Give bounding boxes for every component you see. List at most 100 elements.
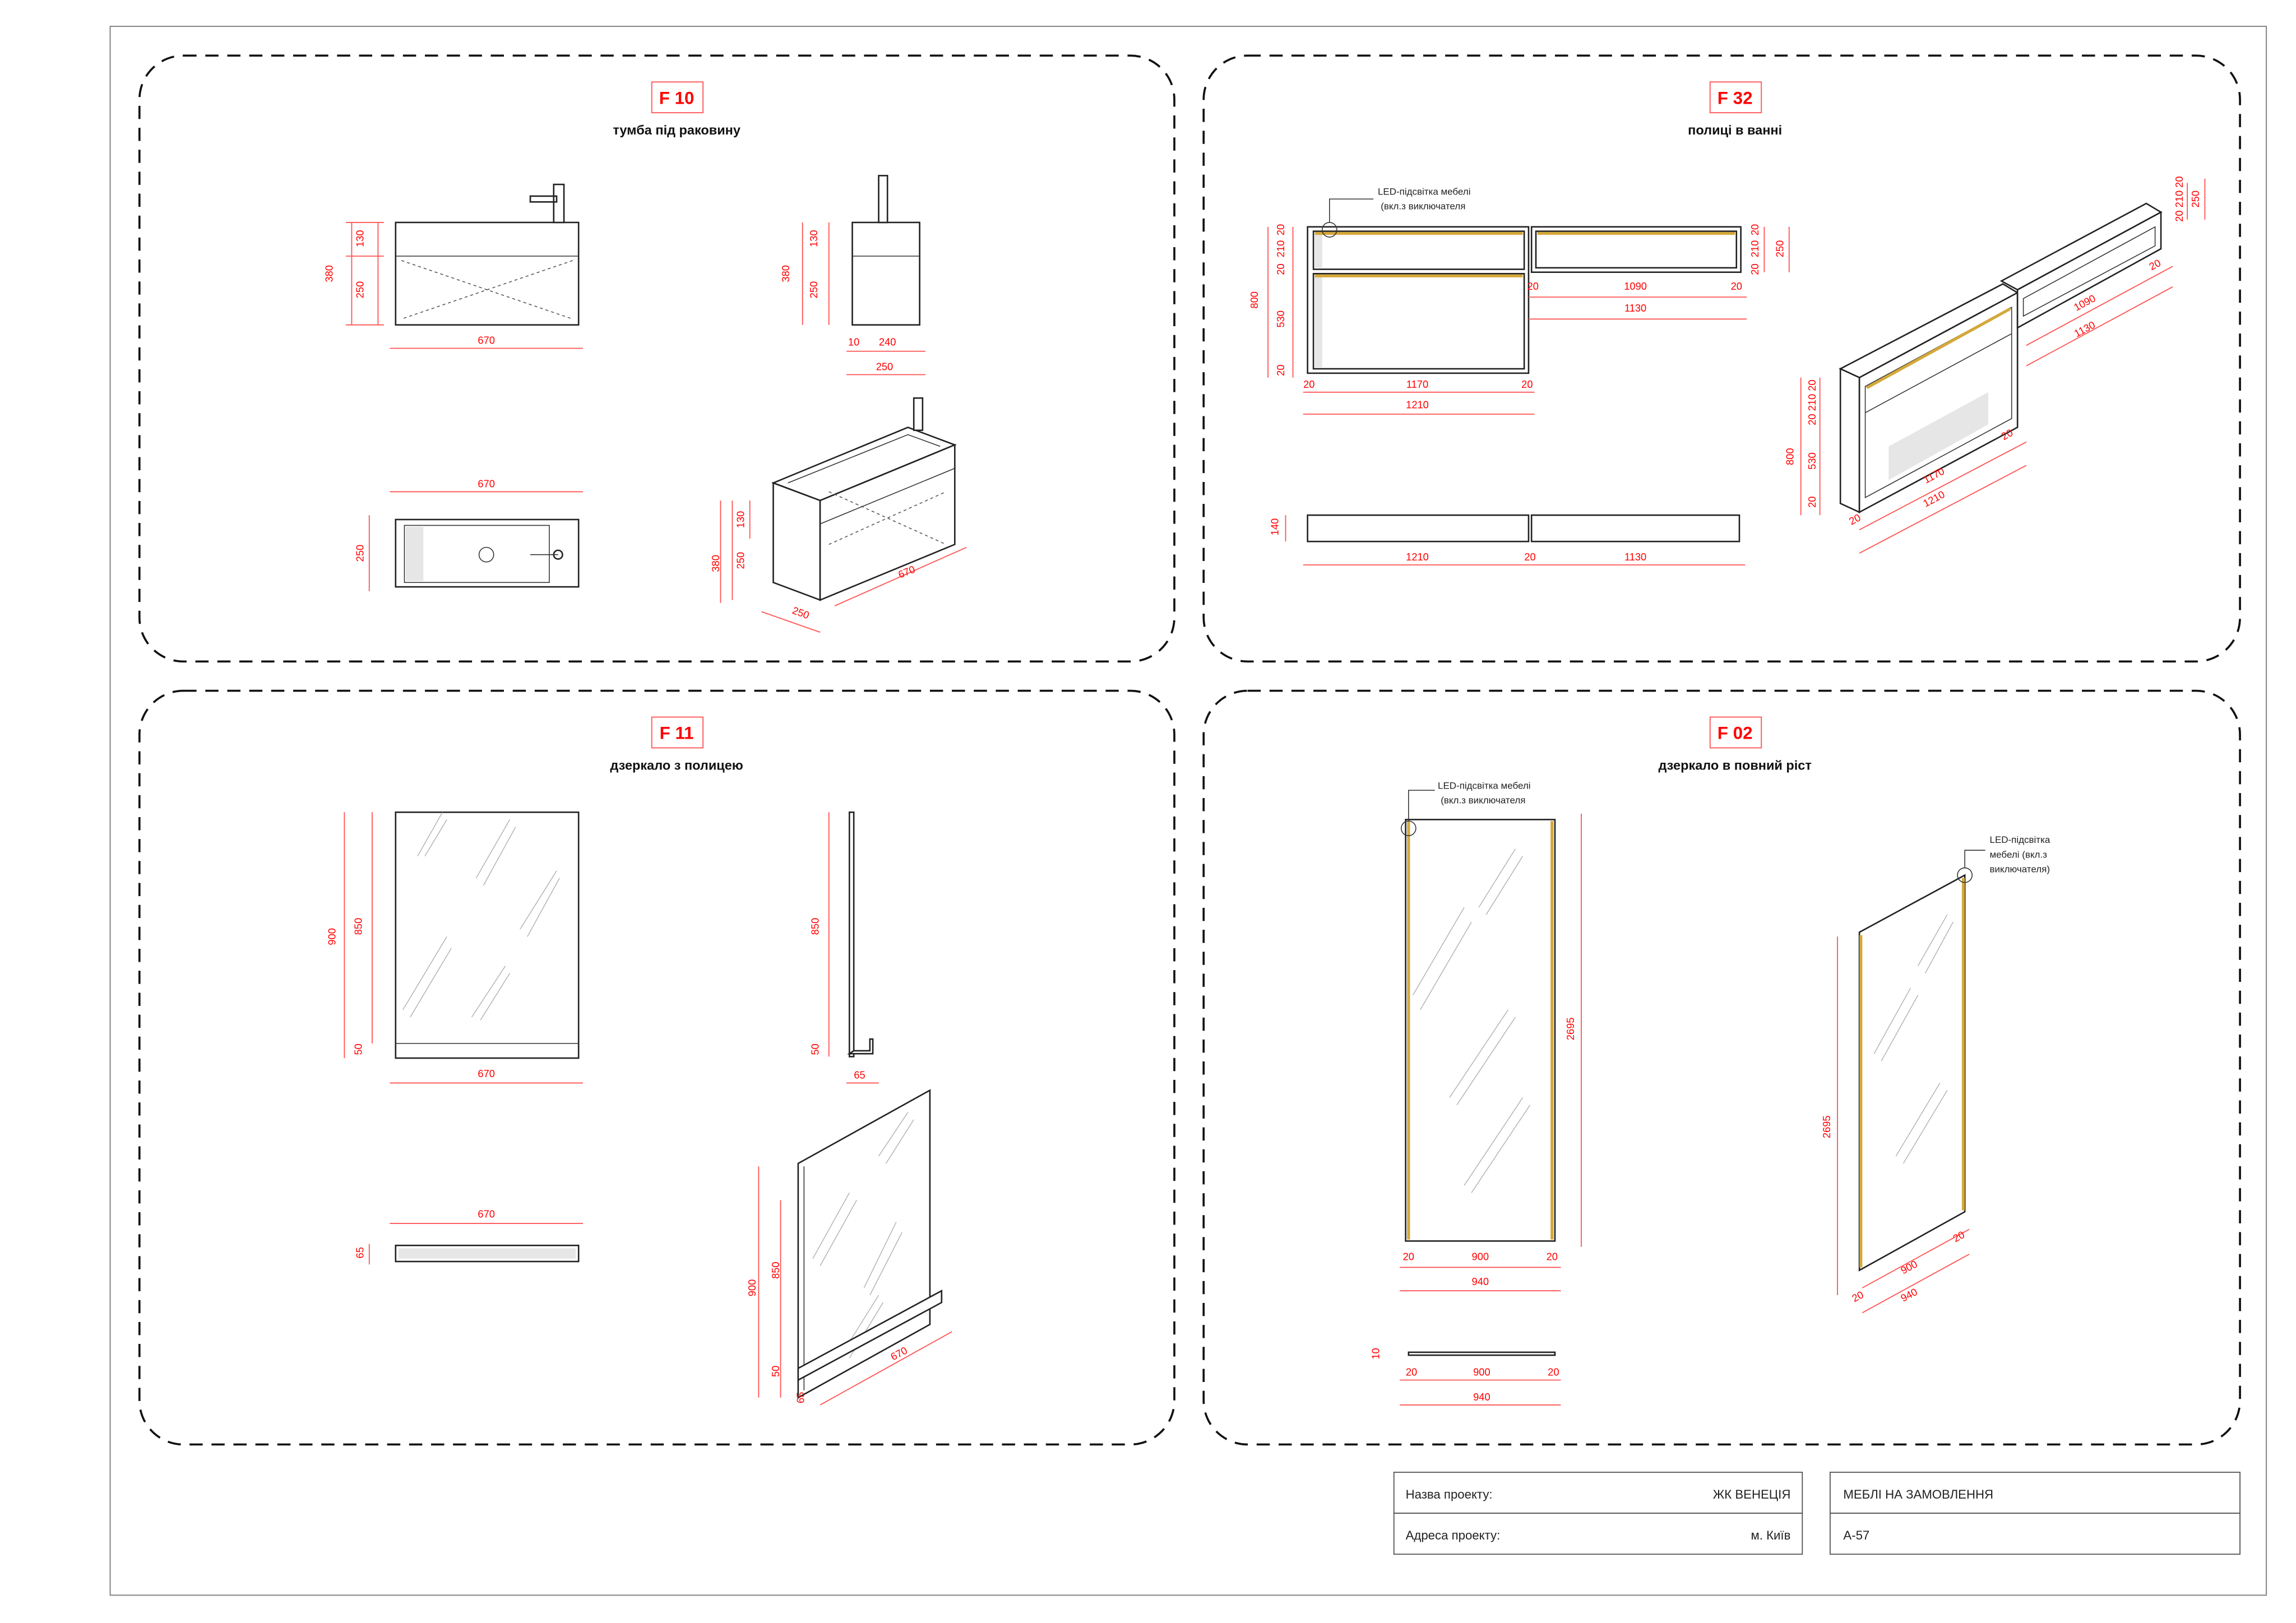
dimension-label: 800 [1784,448,1796,465]
dimension-label: 20 [1521,378,1533,390]
dimension-label: 940 [1472,1276,1489,1287]
top-view: 140 1210 20 1130 [1269,514,1746,565]
project-address-label: Адреса проекту: [1406,1528,1501,1542]
panel-title: полиці в ванні [1688,123,1782,137]
led-lighting-note: LED-підсвітка мебелі [1438,781,1531,791]
panel-f02: F 02 дзеркало в повний ріст LED-підсвітк… [1202,689,2241,1446]
top-view: 10 20 900 20 940 [1370,1348,1561,1406]
isometric-view: 900 850 50 65 670 [746,1089,952,1406]
dimension-label: 530 [1275,310,1286,327]
dimension-label: 900 [1473,1366,1490,1378]
isometric-view: 130 250 380 250 670 [710,397,967,633]
panel-f10: F 10 тумба під раковину 380 130 250 670 … [138,54,1175,663]
side-view: 850 50 65 [809,812,879,1084]
sheet-frame [109,25,2267,1596]
dimension-label: 20 [1403,1250,1414,1262]
panel-code: F 11 [660,724,694,743]
dimension-label: 20 [1806,497,1818,508]
dimension-label: 50 [809,1044,821,1055]
panel-title: дзеркало з полицею [610,758,743,773]
dimension-label: 900 [1472,1250,1489,1262]
front-view: LED-підсвітка мебелі (вкл.з виключателя … [1248,186,1790,415]
dimension-label: 210 [1749,240,1761,257]
dimension-label: 10 [848,336,859,347]
dimension-label: 20 [1406,1366,1417,1378]
dimension-label: 130 [808,230,820,247]
dimension-label: 900 [326,928,338,945]
panel-code: F 10 [659,88,695,108]
dimension-label: 670 [478,335,494,346]
dimension-label: 380 [323,265,335,282]
dimension-label: 670 [478,478,494,490]
dimension-label: 250 [791,604,811,621]
dimension-label: 670 [478,1068,494,1079]
dimension-label: 670 [478,1208,494,1220]
dimension-label: 50 [353,1044,364,1055]
dimension-label: 1130 [2072,319,2098,340]
dimension-label: 20 [1303,378,1314,390]
dimension-label: 20 [1548,1366,1559,1378]
dimension-label: 20 [1524,551,1535,563]
dimension-label: 250 [808,281,820,298]
sheet-number: А-57 [1843,1528,1869,1542]
panel-title: дзеркало в повний ріст [1658,758,1811,773]
front-view: LED-підсвітка мебелі (вкл.з виключателя … [1400,781,1582,1292]
front-view: 900 850 50 670 [326,812,584,1084]
dimension-label: 900 [746,1279,758,1296]
dimension-label: 20 [1749,263,1761,275]
dimension-label: 2695 [1564,1017,1576,1040]
dimension-label: 1170 [1406,378,1428,390]
dimension-label: 10 [1370,1348,1382,1359]
dimension-label: 20 [1275,365,1286,376]
isometric-view: LED-підсвітка мебелі (вкл.з виключателя)… [1821,834,2050,1314]
panel-title: тумба під раковину [613,123,740,137]
dimension-label: 940 [1473,1391,1490,1403]
led-lighting-note: виключателя) [1990,864,2050,874]
dimension-label: 670 [888,1344,909,1363]
dimension-label: 250 [1774,240,1785,257]
dimension-label: 65 [854,1069,865,1081]
dimension-label: 1090 [1624,280,1647,292]
dimension-label: 530 [1806,452,1818,469]
dimension-label: 250 [876,361,893,373]
dimension-label: 1210 [1406,399,1429,411]
dimension-label: 940 [1899,1286,1919,1304]
front-view: 380 130 250 670 [323,183,584,349]
sheet-title: МЕБЛІ НА ЗАМОВЛЕННЯ [1843,1487,1993,1501]
led-lighting-note: мебелі (вкл.з [1990,849,2048,860]
dimension-label: 800 [1248,291,1260,308]
dimension-label: 50 [770,1366,781,1377]
dimension-label: 20 [1275,263,1286,275]
dimension-label: 1130 [1624,551,1646,563]
dimension-label: 65 [794,1392,806,1403]
dimension-label: 130 [734,511,746,528]
dimension-label: 20 [1275,224,1286,235]
project-name-value: ЖК ВЕНЕЦІЯ [1713,1487,1791,1501]
dimension-label: 1210 [1921,488,1947,509]
top-view: 670 65 [354,1208,584,1265]
side-view: 380 130 250 10 240 250 [780,175,926,375]
dimension-label: 380 [710,555,721,572]
isometric-view: 20 210 20 250 1090 1130 800 20 210 20 53… [1784,177,2206,554]
title-block: Назва проекту: ЖК ВЕНЕЦІЯ Адреса проекту… [1393,1472,2241,1555]
dimension-label: 20 [1527,280,1539,292]
dimension-label: 250 [354,281,365,298]
dimension-label: 20 210 20 [2173,177,2185,222]
dimension-label: 1130 [1624,302,1646,314]
dimension-label: 140 [1269,518,1280,535]
led-lighting-note: (вкл.з виключателя [1441,795,1525,806]
panel-code: F 02 [1718,724,1753,743]
dimension-label: 210 [1275,240,1286,257]
dimension-label: 850 [809,918,821,935]
dimension-label: 250 [354,545,365,562]
dimension-label: 1210 [1406,551,1429,563]
led-lighting-note: (вкл.з виключателя [1381,201,1465,211]
panel-f11: F 11 дзеркало з полицею 900 850 50 670 8… [138,689,1175,1446]
led-lighting-note: LED-підсвітка [1990,834,2050,845]
dimension-label: 380 [780,265,791,282]
dimension-label: 850 [353,918,364,935]
panel-f32: F 32 полиці в ванні LED-підсвітка мебелі… [1202,54,2241,663]
dimension-label: 20 210 20 [1806,379,1818,425]
dimension-label: 20 [2147,257,2163,272]
